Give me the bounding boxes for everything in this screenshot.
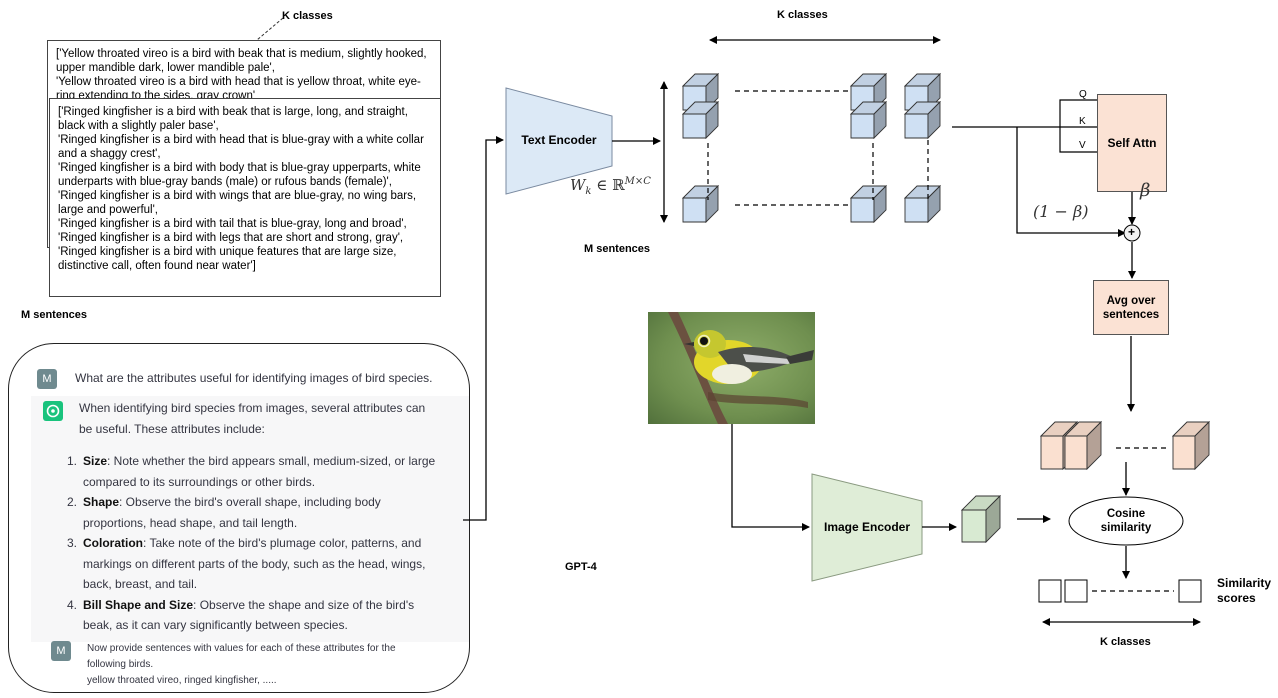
gpt4-label: GPT-4: [565, 561, 597, 573]
similarity-scores-label: Similarity scores: [1217, 576, 1272, 605]
q-label: Q: [1079, 89, 1087, 100]
image-embedding-cube: [960, 494, 1002, 544]
class-embedding-cubes: [1039, 420, 1211, 471]
text-embedding-cube: [681, 184, 720, 224]
self-attn-node: Self Attn: [1097, 94, 1167, 192]
k-classes-label-top: K classes: [777, 9, 828, 21]
user-avatar: M: [37, 369, 57, 389]
answer-item: 4. Bill Shape and Size: Observe the shap…: [67, 597, 415, 633]
image-encoder-label: Image Encoder: [823, 520, 911, 534]
q-input-line: [1059, 99, 1097, 127]
dashed-pointer: [256, 17, 284, 41]
text-embedding-cubes: [681, 72, 942, 224]
avg-over-sentences-node: Avg over sentences: [1093, 280, 1169, 335]
class-embedding-cube: [1063, 420, 1103, 471]
plus-node: [1123, 224, 1141, 242]
answer-item: 1. Size: Note whether the bird appears s…: [67, 454, 436, 489]
similarity-score-boxes: [1038, 579, 1202, 603]
one-minus-beta-label: (1 − β): [1033, 202, 1089, 221]
cosine-similarity-label: Cosine similarity: [1100, 508, 1152, 534]
image-embedding-cube-face: [960, 494, 1002, 544]
chat-question: What are the attributes useful for ident…: [75, 371, 433, 385]
answer-background: [31, 396, 469, 642]
text-embedding-cube: [681, 100, 720, 140]
image-encoder-node: [811, 473, 923, 582]
bird-image: [648, 312, 815, 424]
text-embedding-cube: [849, 184, 888, 224]
chat-answer-intro: When identifying bird species from image…: [79, 401, 426, 436]
answer-item: 2. Shape: Observe the bird's overall sha…: [67, 495, 381, 530]
text-embedding-cube: [849, 100, 888, 140]
plus-sign: +: [1128, 225, 1136, 239]
beta-label: β: [1140, 180, 1151, 201]
chat-panel: M What are the attributes useful for ide…: [8, 343, 470, 693]
answer-list: 1. Size: Note whether the bird appears s…: [67, 451, 442, 636]
v-input-line: [1059, 127, 1097, 153]
image-to-encoder-arrow: [731, 424, 810, 531]
k-classes-label-bottom: K classes: [1100, 636, 1151, 648]
gpt-logo-icon: [43, 401, 63, 421]
v-label: V: [1079, 140, 1086, 151]
text-encoder-node: [505, 87, 613, 195]
user-avatar-followup: M: [51, 641, 71, 661]
class-embedding-cube: [1171, 420, 1211, 471]
answer-item: 3. Coloration: Take note of the bird's p…: [67, 536, 426, 591]
text-box-kingfisher: ['Ringed kingfisher is a bird with beak …: [49, 98, 441, 297]
k-label: K: [1079, 116, 1086, 127]
m-sentences-label-left: M sentences: [21, 309, 88, 321]
cosine-similarity-node: [1068, 496, 1184, 546]
embedding-grid-dashes: [707, 90, 929, 206]
chat-followup: Now provide sentences with values for ea…: [87, 643, 396, 686]
k-classes-label-top-left: K classes: [282, 10, 333, 22]
gpt-to-text-encoder-arrow: [463, 136, 504, 521]
text-embedding-cube: [903, 184, 942, 224]
residual-arrow: [1016, 127, 1126, 237]
m-sentences-label-mid: M sentences: [584, 243, 651, 255]
text-encoder-label: Text Encoder: [521, 133, 597, 147]
embedding-matrix-label: Wk ∈ ℝM×C: [570, 176, 651, 197]
text-embedding-cube: [903, 100, 942, 140]
